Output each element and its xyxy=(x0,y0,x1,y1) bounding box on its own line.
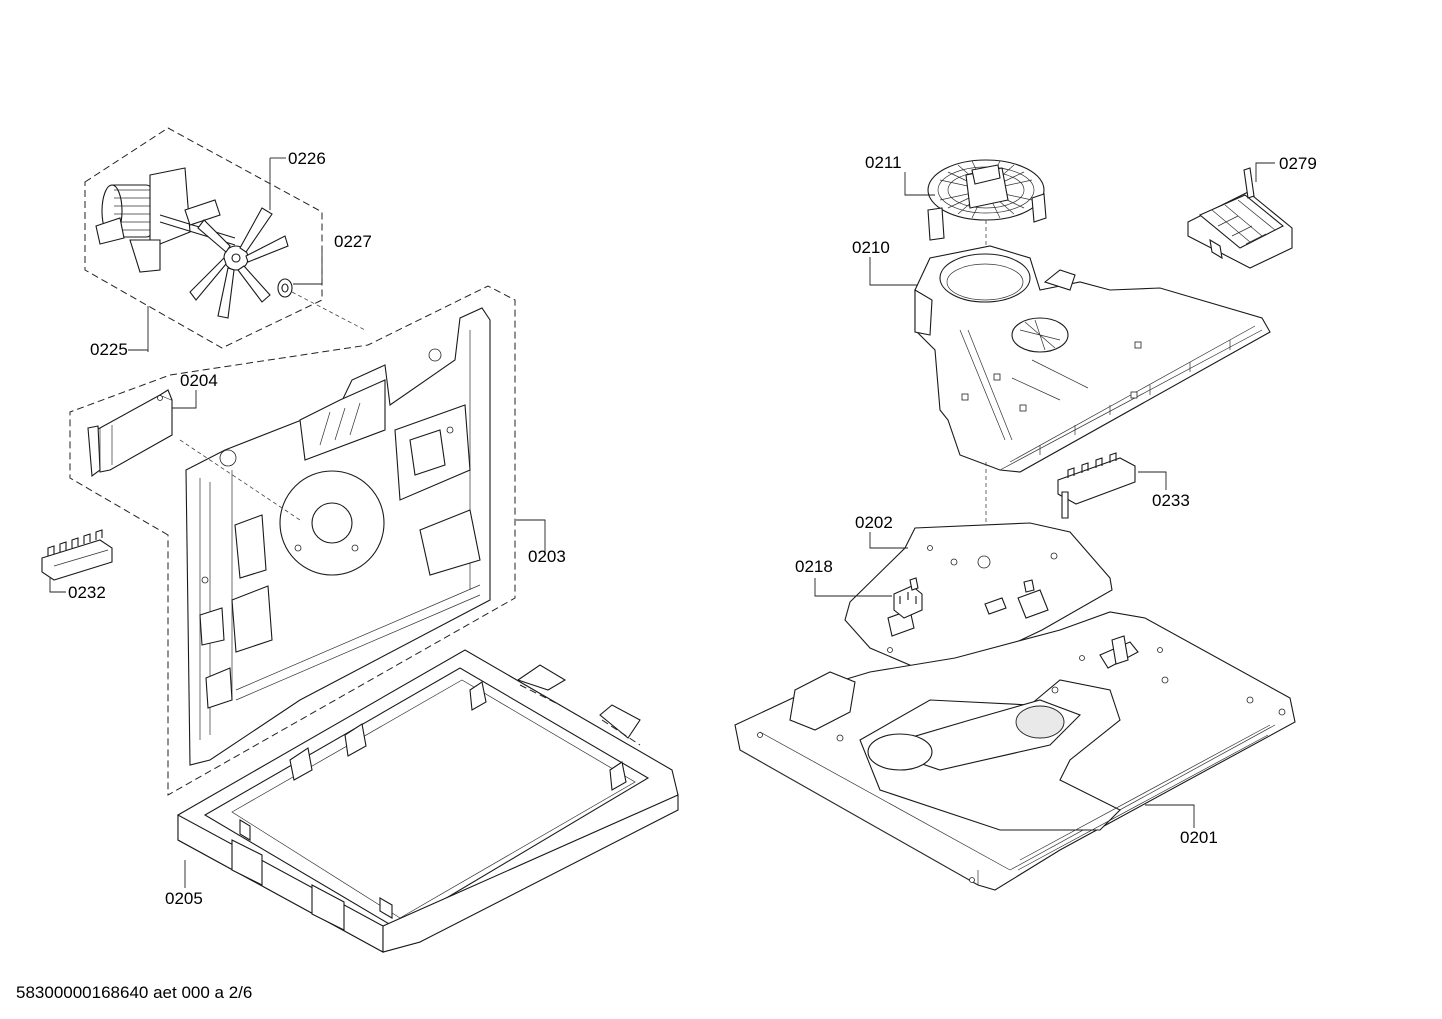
document-reference: 58300000168640 aet 000 a 2/6 xyxy=(16,983,252,1002)
label-0211: 0211 xyxy=(865,153,902,172)
fan-motor-group xyxy=(84,127,366,349)
part-labels: 0225 0226 0227 0204 0232 0203 0205 0211 … xyxy=(68,149,1317,908)
label-0225: 0225 xyxy=(90,340,128,359)
label-0218: 0218 xyxy=(795,557,833,576)
label-0204: 0204 xyxy=(180,371,218,390)
label-0233: 0233 xyxy=(1152,491,1190,510)
rear-wall xyxy=(185,307,491,766)
label-0226: 0226 xyxy=(288,149,326,168)
bracket-0279 xyxy=(1187,167,1293,269)
fan-wheel xyxy=(189,207,289,319)
rear-wall-group xyxy=(69,285,516,796)
thermal-switch xyxy=(893,577,923,619)
terminal-block-left xyxy=(41,529,113,581)
bottom-pan xyxy=(734,611,1296,891)
label-0205: 0205 xyxy=(165,889,203,908)
label-0279: 0279 xyxy=(1279,154,1317,173)
label-0201: 0201 xyxy=(1180,828,1218,847)
label-0232: 0232 xyxy=(68,583,106,602)
bottom-frame xyxy=(177,649,679,953)
fan-nut xyxy=(277,278,293,298)
leader-lines xyxy=(49,157,1275,888)
label-0202: 0202 xyxy=(855,513,893,532)
label-0203: 0203 xyxy=(528,547,566,566)
blower-wheel xyxy=(927,159,1047,298)
terminal-block-right xyxy=(1057,452,1136,519)
duct-housing xyxy=(914,245,1271,562)
fan-motor xyxy=(95,167,236,273)
cover-bracket xyxy=(87,389,173,478)
label-0210: 0210 xyxy=(852,238,890,257)
label-0227: 0227 xyxy=(334,232,372,251)
